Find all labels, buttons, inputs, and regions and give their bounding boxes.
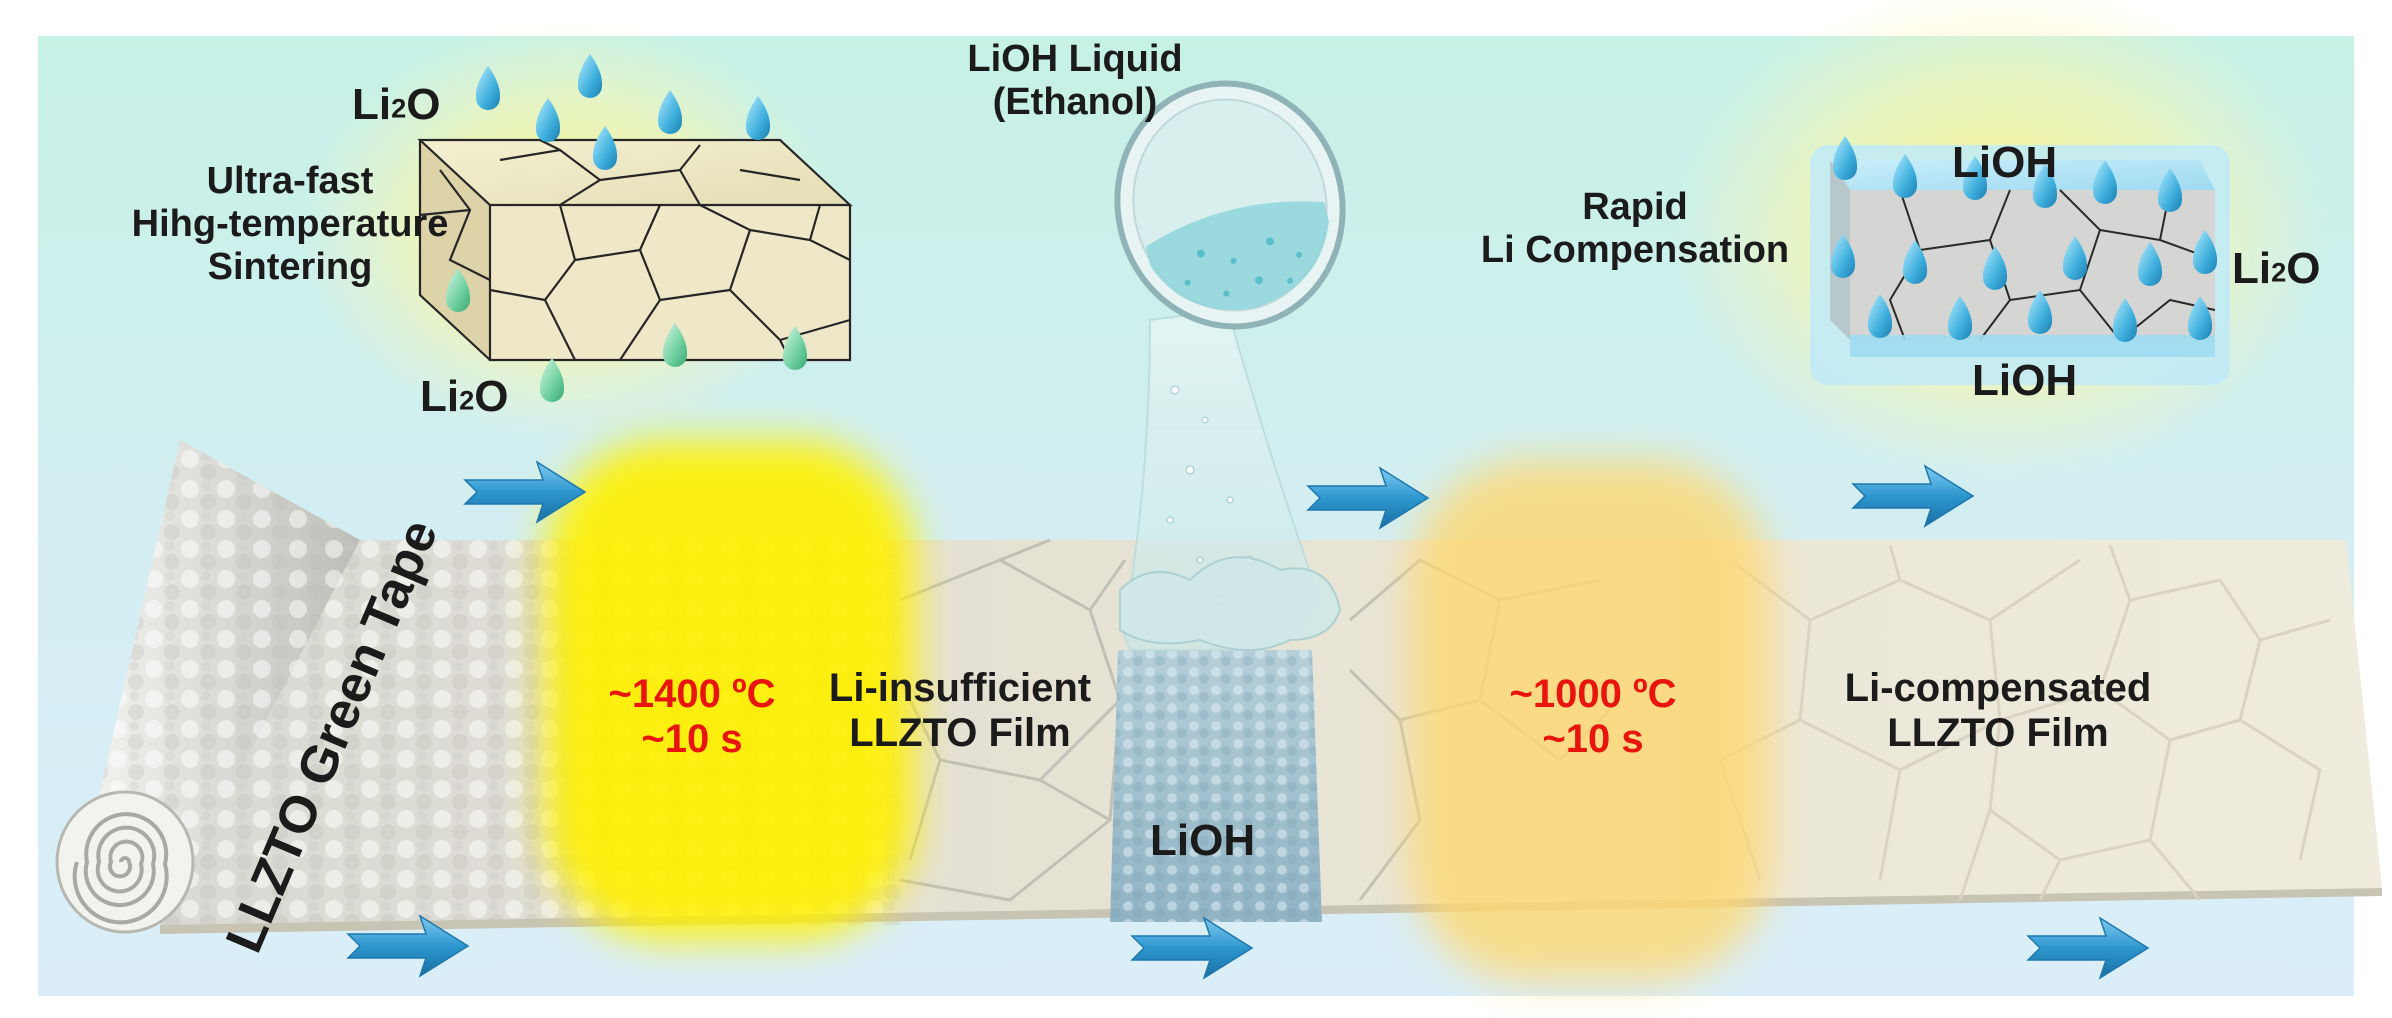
sintering-label: Ultra-fast Hihg-temperature Sintering: [132, 160, 449, 289]
droplet-icon: [592, 126, 618, 170]
step2-temperature: ~1000 ºC: [1509, 672, 1677, 716]
flow-arrows: [346, 460, 2150, 980]
arrow-right-icon: [1851, 464, 1975, 528]
lioh-label-bottom-right: LiOH: [1972, 356, 2078, 405]
step1-temperature: ~1400 ºC: [608, 672, 776, 716]
lioh-coat-label: LiOH: [1150, 816, 1256, 865]
droplet-icon: [745, 96, 771, 140]
step2-conditions: ~1000 ºC ~10 s: [1510, 672, 1677, 762]
droplet-icon: [1892, 154, 1918, 198]
heat-zone-1400: [545, 440, 915, 940]
droplet-icon: [657, 90, 683, 134]
arrow-right-icon: [346, 914, 470, 978]
arrow-right-icon: [1130, 916, 1254, 980]
arrow-right-icon: [463, 460, 587, 524]
droplet-icon: [535, 98, 561, 142]
droplet-icon: [1962, 156, 1988, 200]
li-insufficient-line-2: LLZTO Film: [849, 711, 1071, 756]
step2-time: ~10 s: [1542, 717, 1644, 762]
droplet-icon: [782, 326, 808, 370]
droplet-icon: [1867, 294, 1893, 338]
li-insufficient-label: Li-insufficient LLZTO Film: [829, 666, 1091, 756]
droplet-icon: [1830, 234, 1856, 278]
droplet-icon: [2192, 230, 2218, 274]
droplet-icon: [2027, 290, 2053, 334]
sintering-line-2: Hihg-temperature: [131, 202, 449, 245]
droplet-icon: [445, 268, 471, 312]
droplet-icon: [1832, 136, 1858, 180]
step1-conditions: ~1400 ºC ~10 s: [609, 672, 776, 762]
droplet-icon: [2062, 236, 2088, 280]
li-compensated-label: Li-compensated LLZTO Film: [1845, 666, 2152, 756]
li-droplets: [445, 54, 2218, 402]
li-compensated-line-2: LLZTO Film: [1887, 711, 2109, 756]
droplet-icon: [662, 323, 688, 367]
droplet-icon: [2137, 242, 2163, 286]
lioh-label-top-right: LiOH: [1952, 138, 2058, 187]
droplet-icon: [539, 358, 565, 402]
li-compensated-line-1: Li-compensated: [1844, 666, 2152, 710]
rapid-compensation-line-2: Li Compensation: [1480, 228, 1790, 271]
droplet-icon: [1982, 246, 2008, 290]
sintering-line-3: Sintering: [207, 245, 373, 288]
droplet-icon: [2092, 160, 2118, 204]
lioh-liquid-label: LiOH Liquid (Ethanol): [967, 38, 1182, 124]
arrow-right-icon: [1306, 466, 1430, 530]
droplet-icon: [475, 66, 501, 110]
li-insufficient-line-1: Li-insufficient: [828, 666, 1092, 710]
li2o-label-top-left: Li2O: [352, 80, 441, 129]
heat-zone-1000: [1410, 460, 1770, 980]
droplet-icon: [1947, 296, 1973, 340]
li2o-label-right: Li2O: [2232, 244, 2321, 293]
arrow-right-icon: [2026, 916, 2150, 980]
sintering-line-1: Ultra-fast: [206, 160, 374, 202]
droplet-icon: [2032, 164, 2058, 208]
droplet-icon: [577, 54, 603, 98]
beaker-icon: [1114, 80, 1346, 330]
droplet-icon: [2187, 296, 2213, 340]
rapid-compensation-line-1: Rapid: [1582, 186, 1688, 228]
sintered-cube: [417, 138, 853, 362]
step1-time: ~10 s: [641, 717, 743, 762]
droplet-icon: [2112, 298, 2138, 342]
droplet-icon: [1902, 240, 1928, 284]
liquid-splash: [1119, 556, 1342, 651]
lioh-liquid-line-2: (Ethanol): [992, 80, 1158, 123]
li2o-label-bottom-left: Li2O: [420, 372, 509, 421]
lioh-liquid-line-1: LiOH Liquid: [967, 38, 1183, 80]
droplet-icon: [2157, 168, 2183, 212]
rapid-compensation-label: Rapid Li Compensation: [1481, 186, 1789, 272]
tape-roll: [55, 440, 360, 934]
